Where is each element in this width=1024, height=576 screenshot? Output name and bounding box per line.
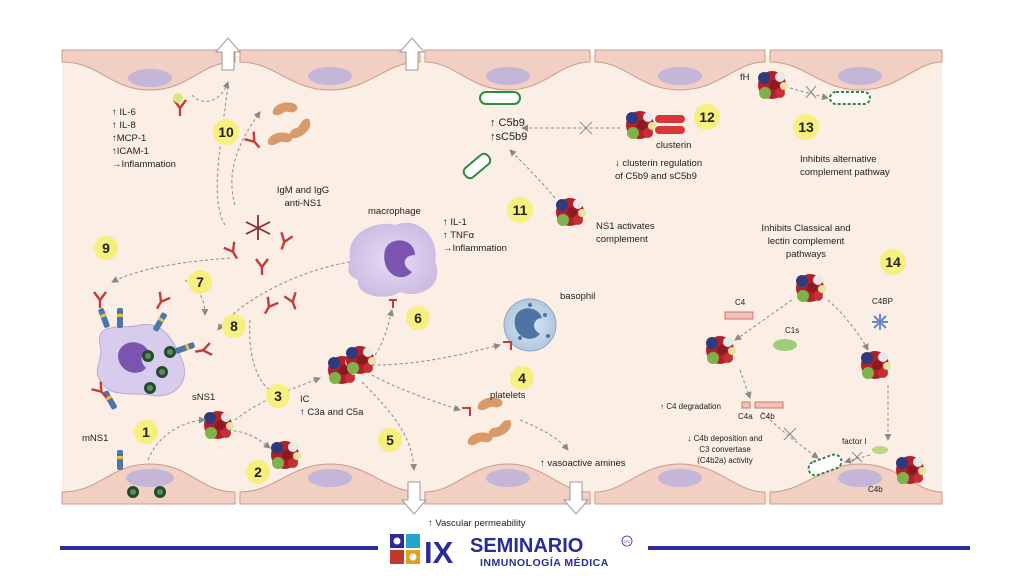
basophil-label: basophil — [560, 291, 595, 302]
step-10: 10 — [218, 124, 234, 140]
step-9: 9 — [102, 240, 110, 256]
step-3: 3 — [274, 388, 282, 404]
macrophage-label: macrophage — [368, 206, 421, 217]
step-8: 8 — [230, 318, 238, 334]
fh-label: fH — [740, 72, 750, 83]
effect-icam1: ↑ICAM-1 — [112, 146, 149, 157]
c4a-label: C4a — [738, 412, 753, 421]
antibody-label-2: anti-NS1 — [285, 198, 322, 209]
logo-sub: INMUNOLOGÍA MÉDICA — [480, 556, 609, 569]
mns1-label: mNS1 — [82, 433, 108, 444]
c4b-deposition-2: C3 convertase — [699, 445, 751, 454]
step-11: 11 — [513, 202, 528, 218]
step-7: 7 — [196, 274, 204, 290]
clusterin-effect-2: of C5b9 and sC5b9 — [615, 171, 697, 182]
classical-lectin-2: lectin complement — [768, 236, 845, 247]
c4b-label: C4b — [760, 412, 775, 421]
step-5: 5 — [386, 432, 394, 448]
sc5b9-label: ↑sC5b9 — [490, 131, 527, 143]
alt-pathway-1: Inhibits alternative — [800, 154, 877, 165]
clusterin-label: clusterin — [656, 140, 691, 151]
c5b9-label: ↑ C5b9 — [490, 117, 525, 129]
factor-i-label: factor I — [842, 437, 866, 446]
step-2: 2 — [254, 464, 262, 480]
classical-lectin-3: pathways — [786, 249, 826, 260]
endothelium-top — [61, 37, 943, 91]
macrophage-tnfa: ↑ TNFα — [443, 230, 475, 241]
c4b-deposition-1: ↓ C4b deposition and — [687, 434, 762, 443]
ns1-complexes — [173, 71, 926, 484]
pathway-arrows — [111, 81, 892, 471]
c4bp-label: C4BP — [872, 297, 893, 306]
logo-badge: CIC — [624, 539, 631, 544]
c4-label: C4 — [735, 298, 746, 307]
step-6: 6 — [414, 310, 422, 326]
c4-degradation-label: ↑ C4 degradation — [660, 402, 721, 411]
labels: ↑ IL-6 ↑ IL-8 ↑MCP-1 ↑ICAM-1 →Inflammati… — [82, 72, 893, 529]
effect-il6: ↑ IL-6 — [112, 107, 136, 118]
sns1-label: sNS1 — [192, 392, 215, 403]
logo-name: SEMINARIO — [470, 535, 583, 557]
vascular-permeability-label: ↑ Vascular permeability — [428, 518, 526, 529]
complement-shapes — [462, 91, 888, 477]
footer: IX SEMINARIO INMUNOLOGÍA MÉDICA CIC — [60, 534, 970, 570]
basophil — [503, 298, 557, 352]
free-antibodies — [172, 98, 303, 318]
ns1-activates-1: NS1 activates — [596, 221, 655, 232]
effect-mcp1: ↑MCP-1 — [112, 133, 146, 144]
seminario-logo: IX SEMINARIO INMUNOLOGÍA MÉDICA CIC — [390, 534, 633, 570]
antibody-label-1: IgM and IgG — [277, 185, 329, 196]
step-4: 4 — [518, 370, 526, 386]
vasoactive-label: ↑ vasoactive amines — [540, 458, 626, 469]
step-13: 13 — [798, 119, 814, 135]
macrophage — [348, 222, 438, 308]
c4b-bottom-label: C4b — [868, 485, 883, 494]
macrophage-inflammation: →Inflammation — [443, 243, 507, 254]
endothelium-bottom — [61, 463, 943, 515]
step-numbers: 1 2 3 4 5 6 7 8 9 10 11 12 13 14 — [94, 104, 906, 484]
c3a-c5a-label: ↑ C3a and C5a — [300, 407, 364, 418]
step-14: 14 — [885, 254, 901, 270]
effect-il8: ↑ IL-8 — [112, 120, 136, 131]
alt-pathway-2: complement pathway — [800, 167, 890, 178]
step-1: 1 — [142, 424, 150, 440]
platelets — [462, 397, 515, 446]
ic-label: IC — [300, 394, 310, 405]
classical-lectin-1: Inhibits Classical and — [761, 223, 850, 234]
logo-roman: IX — [424, 535, 454, 570]
c1s-label: C1s — [785, 326, 799, 335]
ns1-activates-2: complement — [596, 234, 648, 245]
effect-inflammation: →Inflammation — [112, 159, 176, 170]
infected-cell — [90, 290, 214, 470]
step-12: 12 — [699, 109, 715, 125]
clusterin-effect-1: ↓ clusterin regulation — [615, 158, 702, 169]
macrophage-il1: ↑ IL-1 — [443, 217, 467, 228]
c4b-deposition-3: (C4b2a) activity — [697, 456, 753, 465]
platelets-label: platelets — [490, 390, 526, 401]
